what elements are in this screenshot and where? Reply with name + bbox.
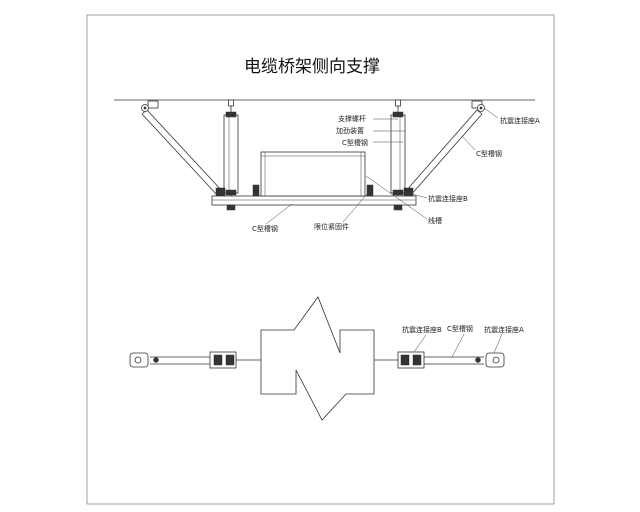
brace-edge [476,109,483,115]
leader [413,334,427,353]
seat-clamp [412,354,422,366]
label-support-rod: 支撑螺杆 [338,114,366,123]
brace-edge [141,113,219,197]
brace-edge [404,109,478,193]
label-c-channel-right: C型槽钢 [476,149,502,158]
plan-brace-right [374,351,505,369]
nut-right [393,204,403,211]
horizontal-c-channel [211,195,417,206]
drawing-title: 电缆桥架侧向支撑 [244,57,380,77]
limit-fastener-right [366,184,374,197]
diagonal-brace-left [141,109,224,197]
label-c-channel-plan: C型槽钢 [447,324,473,333]
elevation-view: 支撑螺杆 加劲装置 C型槽钢 抗震连接座A C型槽钢 抗震连接座B 线槽 C型槽… [114,99,540,233]
leader [461,135,476,151]
seat-body [147,100,159,109]
label-seat-a-plan: 抗震连接座A [484,325,524,334]
plan-view: 抗震连接座B C型槽钢 抗震连接座A [129,296,524,421]
tray-body [260,151,366,197]
channel-clamp [392,189,404,196]
seat-a-left [141,100,159,112]
leader [483,107,499,119]
channel-clamp [225,111,237,118]
label-reinforcement: 加劲装置 [336,126,364,135]
label-seat-b-elev: 抗震连接座B [428,194,468,203]
seat-bolt-center [479,106,483,110]
label-seat-a-elev: 抗震连接座A [500,116,540,125]
brace-edge [409,113,483,197]
plan-cable-tray [260,296,375,421]
tray-outline [260,296,375,421]
vertical-c-channel-left [223,114,239,194]
nut-left [226,204,236,211]
leader [451,333,465,358]
seat-bolt-center [153,357,159,363]
rod-anchor-right [395,99,401,107]
channel-clamp [225,189,237,196]
leader [265,203,293,225]
drawing-frame [86,14,555,505]
seat-bolt-center [475,357,481,363]
brace-edge [146,109,224,193]
leader [411,193,428,199]
rod-anchor-left [228,99,234,107]
seat-a-right [471,100,485,112]
label-seat-b-plan: 抗震连接座B [402,325,442,334]
leader [493,333,503,354]
leader [342,192,369,223]
seat-clamp [213,354,223,366]
plan-brace-left [129,351,261,369]
label-limit-fastener: 限位紧固件 [314,222,349,231]
channel-clamp [392,111,404,118]
leader [365,175,428,220]
limit-fastener-left [252,184,260,197]
diagonal-brace-right [404,109,483,197]
seat-bolt-center [143,106,147,110]
seat-clamp [225,354,235,366]
cable-tray [260,151,366,197]
leader-lines [265,107,499,225]
label-c-channel-bottom: C型槽钢 [252,224,278,233]
vertical-c-channel-right [390,114,406,194]
seat-clamp [400,354,410,366]
seat-bolt [134,356,142,364]
seat-bolt [492,356,500,364]
label-c-channel-top: C型槽钢 [342,138,368,147]
label-cable-tray: 线槽 [428,216,442,225]
